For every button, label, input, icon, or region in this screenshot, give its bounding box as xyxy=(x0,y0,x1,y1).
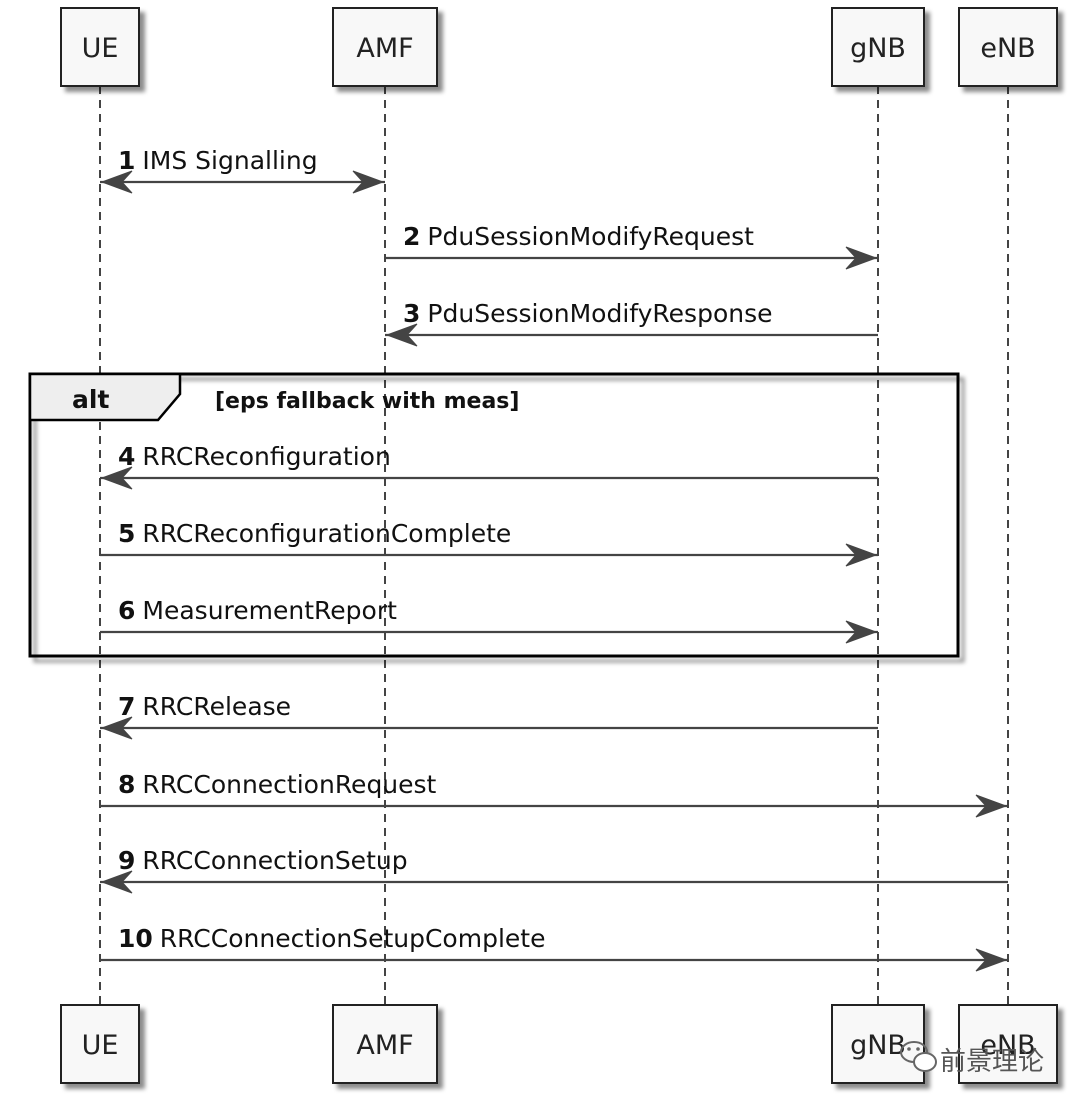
watermark: 前景理论 xyxy=(900,1041,1044,1077)
message-number: 1 xyxy=(118,146,135,175)
participant-enb-bottom: eNB xyxy=(958,1004,1058,1084)
watermark-group: 前景理论 xyxy=(900,1041,1044,1077)
participant-label: AMF xyxy=(356,33,413,64)
participant-box xyxy=(60,7,140,87)
participant-label: UE xyxy=(82,1030,119,1061)
participant-box xyxy=(332,7,438,87)
message-text: RRCReconfigurationComplete xyxy=(142,519,511,548)
participant-label: gNB xyxy=(850,33,906,64)
participant-gnb-top: gNB xyxy=(831,7,925,87)
participant-box xyxy=(60,1004,140,1084)
message-number: 2 xyxy=(403,222,420,251)
arrowhead xyxy=(845,543,878,567)
participant-amf-top: AMF xyxy=(332,7,438,87)
participant-box xyxy=(831,1004,925,1084)
message-text: RRCConnectionRequest xyxy=(142,770,436,799)
message-text: RRCRelease xyxy=(142,692,291,721)
arrowhead xyxy=(352,170,385,194)
participant-label: eNB xyxy=(980,33,1035,64)
alt-keyword: alt xyxy=(72,385,109,414)
participant-ue-top: UE xyxy=(60,7,140,87)
message-text: MeasurementReport xyxy=(142,596,397,625)
arrowhead xyxy=(845,620,878,644)
participant-label: UE xyxy=(82,33,119,64)
alt-fragment: alt [eps fallback with meas] xyxy=(28,372,960,658)
message-number: 3 xyxy=(403,299,420,328)
arrowhead xyxy=(100,870,133,894)
message-text: IMS Signalling xyxy=(142,146,317,175)
message-number: 8 xyxy=(118,770,135,799)
alt-header-tab xyxy=(28,372,182,422)
message-number: 4 xyxy=(118,442,135,471)
alt-guard: [eps fallback with meas] xyxy=(215,389,519,414)
arrowhead xyxy=(975,948,1008,972)
participant-amf-bottom: AMF xyxy=(332,1004,438,1084)
participant-ue-bottom: UE xyxy=(60,1004,140,1084)
message-text: RRCConnectionSetup xyxy=(142,846,407,875)
participant-box xyxy=(958,1004,1058,1084)
participant-boxes: UE UE AMF AMF gNB gNB eNB eNB xyxy=(60,7,1058,1084)
message-text: PduSessionModifyRequest xyxy=(427,222,754,251)
participant-gnb-bottom: gNB xyxy=(831,1004,925,1084)
arrowhead xyxy=(845,246,878,270)
participant-enb-top: eNB xyxy=(958,7,1058,87)
message-text: RRCConnectionSetupComplete xyxy=(160,924,546,953)
arrowhead xyxy=(975,794,1008,818)
message-number: 9 xyxy=(118,846,135,875)
message-number: 6 xyxy=(118,596,135,625)
message-number: 5 xyxy=(118,519,135,548)
participant-label: AMF xyxy=(356,1030,413,1061)
arrowhead xyxy=(100,170,133,194)
participant-box xyxy=(958,7,1058,87)
participant-label: gNB xyxy=(850,1030,906,1061)
wechat-icon xyxy=(900,1041,937,1072)
participant-box xyxy=(831,7,925,87)
watermark-text: 前景理论 xyxy=(940,1047,1044,1077)
message-text: PduSessionModifyResponse xyxy=(427,299,772,328)
arrowhead xyxy=(100,466,133,490)
arrowhead xyxy=(100,716,133,740)
alt-frame-border xyxy=(28,372,960,658)
message-text: RRCReconfiguration xyxy=(142,442,390,471)
participant-box xyxy=(332,1004,438,1084)
message-number: 10 xyxy=(118,924,153,953)
message-number: 7 xyxy=(118,692,135,721)
arrowhead xyxy=(385,323,418,347)
participant-label: eNB xyxy=(980,1030,1035,1061)
